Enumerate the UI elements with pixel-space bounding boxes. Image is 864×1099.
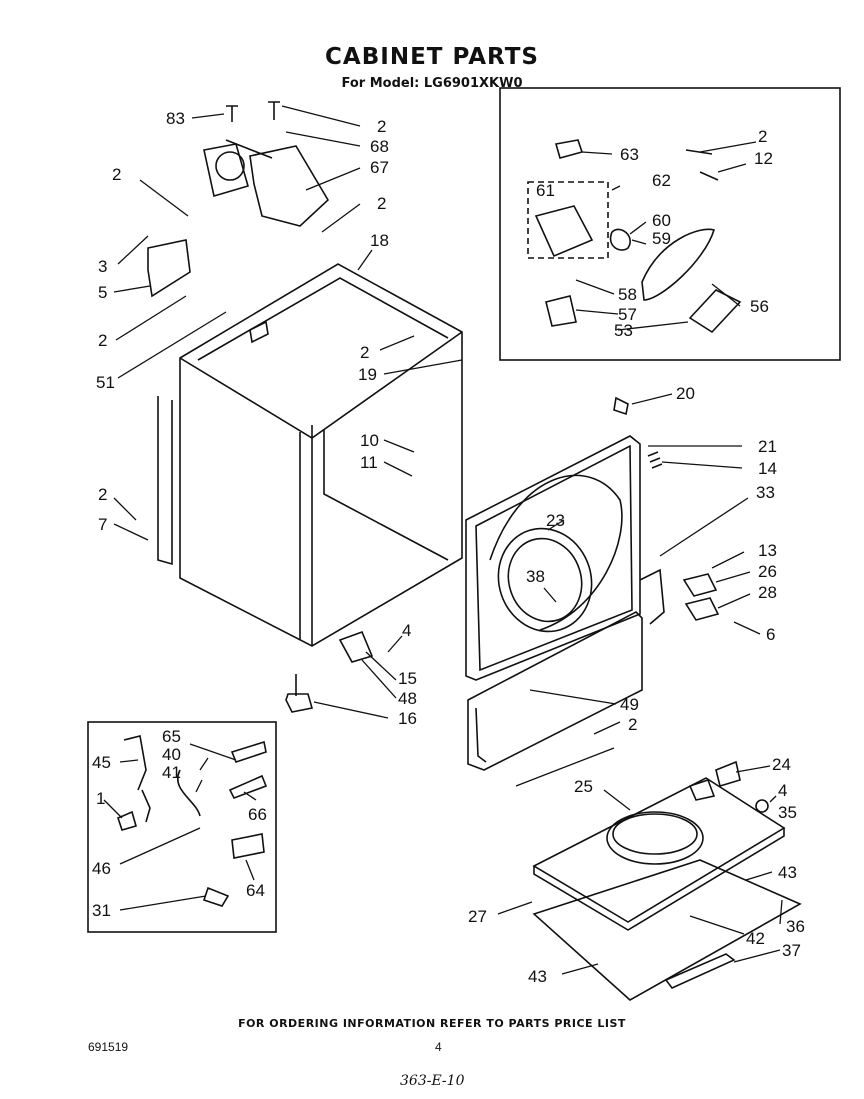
callout-64: 64 xyxy=(246,881,265,900)
cabinet-body xyxy=(157,263,463,647)
callout-2: 2 xyxy=(360,343,369,362)
callout-26: 26 xyxy=(758,562,777,581)
page-number: 4 xyxy=(435,1040,442,1054)
callout-25: 25 xyxy=(574,777,593,796)
inset-box-bottom-left xyxy=(87,721,277,933)
toe-panel xyxy=(467,611,643,771)
callout-68: 68 xyxy=(370,137,389,156)
callout-42: 42 xyxy=(746,929,765,948)
callout-38: 38 xyxy=(526,567,545,586)
callout-57: 57 xyxy=(618,305,637,324)
callout-2: 2 xyxy=(112,165,121,184)
callout-2: 2 xyxy=(628,715,637,734)
ordering-note: FOR ORDERING INFORMATION REFER TO PARTS … xyxy=(238,1017,626,1030)
callout-43: 43 xyxy=(778,863,797,882)
callout-41: 41 xyxy=(162,763,181,782)
callout-18: 18 xyxy=(370,231,389,250)
timer-motor-assembly xyxy=(203,101,330,227)
callout-12: 12 xyxy=(754,149,773,168)
callout-27: 27 xyxy=(468,907,487,926)
callout-21: 21 xyxy=(758,437,777,456)
callout-60: 60 xyxy=(652,211,671,230)
leader-lines xyxy=(103,105,783,975)
callout-20: 20 xyxy=(676,384,695,403)
callout-43: 43 xyxy=(528,967,547,986)
callout-4: 4 xyxy=(402,621,411,640)
callout-58: 58 xyxy=(618,285,637,304)
handwritten-note: 363-E-10 xyxy=(400,1073,465,1089)
callout-5: 5 xyxy=(98,283,107,302)
callout-2: 2 xyxy=(98,331,107,350)
callout-11: 11 xyxy=(360,453,378,472)
callout-10: 10 xyxy=(360,431,379,450)
callout-24: 24 xyxy=(772,755,791,774)
callout-65: 65 xyxy=(162,727,181,746)
callout-51: 51 xyxy=(96,373,115,392)
callout-3: 3 xyxy=(98,257,107,276)
inset-motor-parts xyxy=(527,139,742,334)
callout-2: 2 xyxy=(377,117,386,136)
base-assembly xyxy=(532,777,802,1001)
callout-33: 33 xyxy=(756,483,775,502)
callout-35: 35 xyxy=(778,803,797,822)
callout-56: 56 xyxy=(750,297,769,316)
callout-49: 49 xyxy=(620,695,639,714)
callout-2: 2 xyxy=(98,485,107,504)
callout-46: 46 xyxy=(92,859,111,878)
callout-45: 45 xyxy=(92,753,111,772)
callout-16: 16 xyxy=(398,709,417,728)
callout-2: 2 xyxy=(377,194,386,213)
callout-4: 4 xyxy=(778,781,787,800)
callout-67: 67 xyxy=(370,158,389,177)
model-subtitle: For Model: LG6901XKW0 xyxy=(341,76,523,91)
small-parts xyxy=(147,239,769,813)
callout-6: 6 xyxy=(766,625,775,644)
callout-2: 2 xyxy=(758,127,767,146)
callout-37: 37 xyxy=(782,941,801,960)
callout-62: 62 xyxy=(652,171,671,190)
callout-59: 59 xyxy=(652,229,671,248)
callout-48: 48 xyxy=(398,689,417,708)
callout-31: 31 xyxy=(92,901,111,920)
callout-13: 13 xyxy=(758,541,777,560)
inset-box-top-right xyxy=(499,87,841,361)
callout-1: 1 xyxy=(96,789,105,808)
callout-23: 23 xyxy=(546,511,565,530)
callout-36: 36 xyxy=(786,917,805,936)
callout-19: 19 xyxy=(358,365,377,384)
front-panel xyxy=(465,435,641,681)
callout-83: 83 xyxy=(166,109,185,128)
callout-15: 15 xyxy=(398,669,417,688)
callout-53: 53 xyxy=(614,321,633,340)
callout-61: 61 xyxy=(536,181,555,200)
page-title: CABINET PARTS xyxy=(325,44,539,70)
document-code: 691519 xyxy=(88,1040,129,1054)
callout-14: 14 xyxy=(758,459,777,478)
callout-labels: 83 2 68 67 2 2 18 3 5 2 2 19 51 63 2 12 … xyxy=(92,109,805,986)
callout-63: 63 xyxy=(620,145,639,164)
callout-66: 66 xyxy=(248,805,267,824)
callout-40: 40 xyxy=(162,745,181,764)
callout-28: 28 xyxy=(758,583,777,602)
inset-wiring-parts xyxy=(117,735,268,907)
callout-7: 7 xyxy=(98,515,107,534)
